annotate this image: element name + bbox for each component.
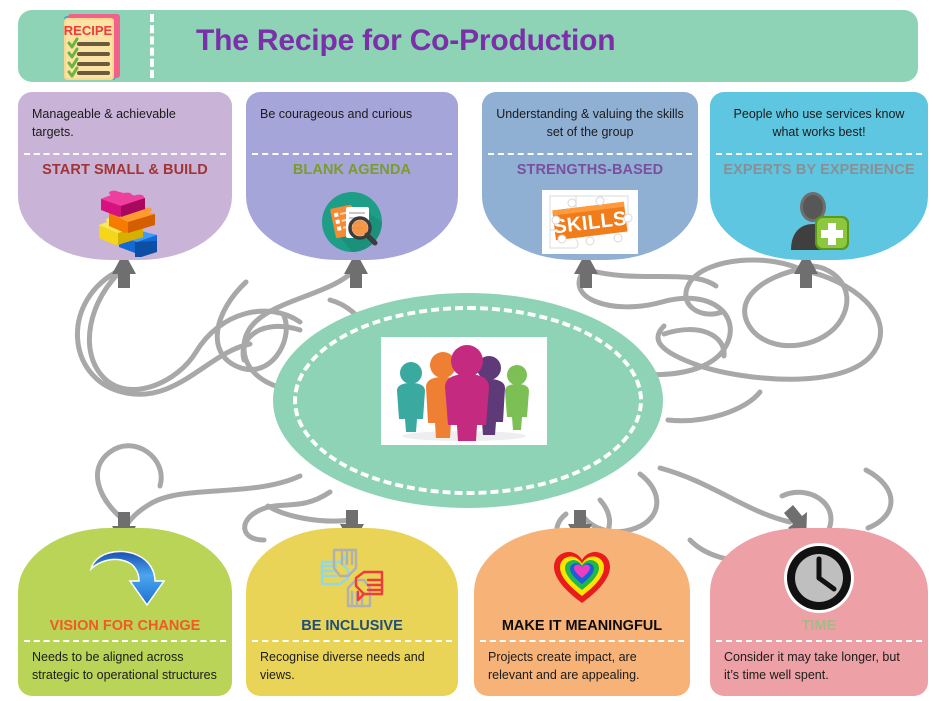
header-dashed-divider — [150, 14, 154, 78]
card-caption: EXPERTS BY EXPERIENCE — [723, 162, 915, 178]
curve-e3 — [665, 389, 763, 424]
card-dashed-divider — [716, 153, 922, 155]
card-dashed-divider — [252, 153, 452, 155]
curve-b4-1 — [657, 465, 793, 525]
skills-puzzle-icon: SKILLS — [542, 190, 638, 254]
card-experts-by-experience[interactable]: People who use services know what works … — [710, 92, 928, 260]
documents-magnifier-icon — [322, 192, 382, 252]
card-caption: MAKE IT MEANINGFUL — [501, 618, 663, 634]
curve-bl-2 — [94, 443, 164, 525]
card-artwork: SKILLS — [482, 186, 698, 258]
card-blurb: Manageable & achievable targets. — [32, 107, 176, 139]
card-blurb: Be courageous and curious — [260, 107, 413, 121]
card-be-inclusive[interactable]: BE INCLUSIVE Recognise diverse needs and… — [246, 528, 458, 696]
card-blank-agenda[interactable]: Be courageous and curious BLANK AGENDA — [246, 92, 458, 260]
card-caption: BLANK AGENDA — [292, 162, 412, 178]
curved-down-arrow-icon — [89, 550, 165, 607]
curve-left-2 — [74, 267, 253, 397]
curve-e2 — [661, 327, 727, 359]
card-artwork — [18, 542, 232, 614]
card-strengths-based[interactable]: Understanding & valuing the skills set o… — [482, 92, 698, 260]
card-blurb: Understanding & valuing the skills set o… — [496, 107, 684, 139]
svg-text:RECIPE: RECIPE — [64, 23, 113, 38]
curve-b2-2 — [265, 503, 355, 524]
card-caption: BE INCLUSIVE — [301, 618, 403, 634]
card-dashed-divider — [480, 640, 684, 642]
curve-mid-4 — [585, 267, 719, 289]
curve-right-3 — [683, 257, 809, 317]
center-dashed-ring — [293, 306, 643, 495]
card-start-small-and-build[interactable]: Manageable & achievable targets. START S… — [18, 92, 232, 260]
card-artwork — [18, 186, 232, 258]
recipe-card-icon: RECIPE — [64, 14, 120, 80]
card-dashed-divider — [716, 640, 922, 642]
card-artwork — [246, 542, 458, 614]
person-plus-icon — [791, 192, 849, 250]
card-caption: VISION FOR CHANGE — [49, 618, 201, 634]
card-blurb: Consider it may take longer, but it’s ti… — [724, 650, 900, 683]
card-time[interactable]: TIME Consider it may take longer, but it… — [710, 528, 928, 696]
card-caption: START SMALL & BUILD — [42, 162, 208, 178]
card-artwork — [246, 186, 458, 258]
card-blurb: Needs to be aligned across strategic to … — [32, 650, 217, 683]
card-dashed-divider — [24, 153, 226, 155]
card-blurb: Projects create impact, are relevant and… — [488, 650, 640, 683]
card-caption: STRENGTHS-BASED — [516, 162, 664, 178]
card-caption: TIME — [801, 618, 837, 634]
group-of-people-icon — [381, 337, 547, 445]
card-make-it-meaningful[interactable]: MAKE IT MEANINGFUL Projects create impac… — [474, 528, 690, 696]
card-blurb: People who use services know what works … — [733, 107, 905, 139]
center-photo-frame — [381, 337, 547, 445]
rainbow-heart-icon — [554, 552, 610, 603]
curve-b4-3 — [863, 467, 894, 531]
curve-mid-2 — [214, 279, 289, 372]
card-artwork — [474, 542, 690, 614]
four-hands-thumbs-icon — [320, 548, 384, 608]
card-blurb: Recognise diverse needs and views. — [260, 650, 425, 683]
curve-left-1 — [87, 265, 303, 392]
card-dashed-divider — [488, 153, 692, 155]
card-dashed-divider — [24, 640, 226, 642]
card-dashed-divider — [252, 640, 452, 642]
page-title: The Recipe for Co-Production — [196, 24, 616, 57]
curve-right-1 — [742, 263, 850, 349]
card-artwork — [710, 186, 928, 258]
header-banner — [18, 10, 918, 82]
card-artwork — [710, 542, 928, 614]
curve-right-2 — [655, 267, 883, 382]
card-vision-for-change[interactable]: VISION FOR CHANGE Needs to be aligned ac… — [18, 528, 232, 696]
clock-icon — [784, 543, 854, 613]
lego-bricks-icon — [99, 190, 157, 257]
